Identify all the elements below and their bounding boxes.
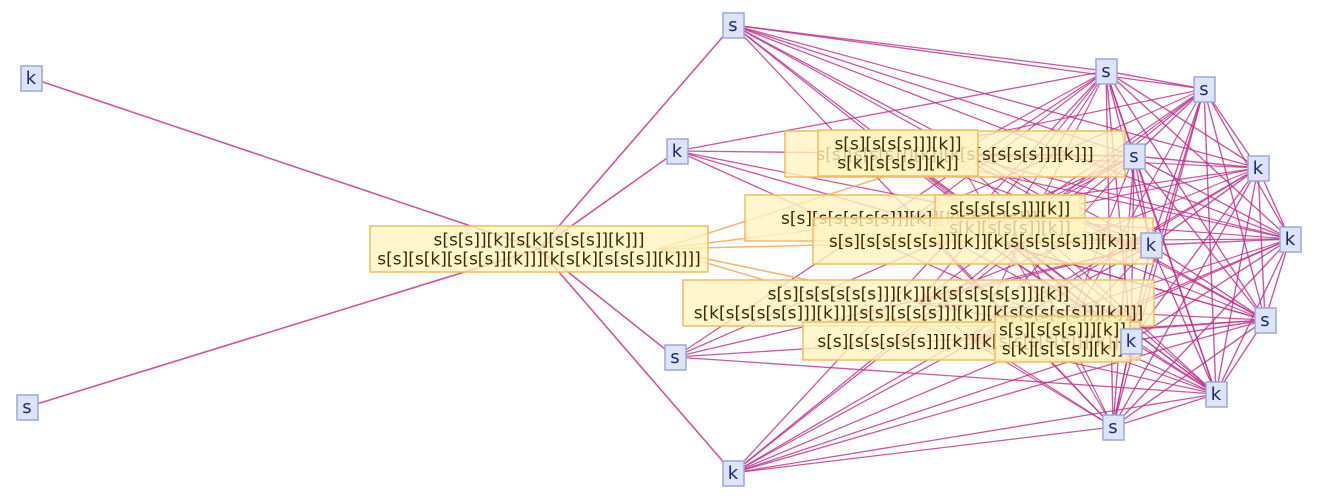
expression-label: s[s[s[s[s]]][k]] xyxy=(950,200,1070,220)
leaf-label: k xyxy=(1211,384,1222,405)
leaf-label: s xyxy=(728,15,737,36)
edge-line xyxy=(674,356,1217,395)
leaf-node-box xyxy=(1123,143,1146,170)
leaf-label: s xyxy=(670,347,679,368)
leaf-node-s[interactable]: s xyxy=(664,344,687,371)
leaf-node-k[interactable]: k xyxy=(1247,155,1270,182)
leaf-node-box xyxy=(1193,76,1216,103)
leaf-node-box xyxy=(16,394,39,421)
edge-line xyxy=(732,24,1259,169)
leaf-node-box xyxy=(722,12,745,39)
edge-line xyxy=(26,248,540,408)
leaf-label: k xyxy=(728,463,739,484)
expression-node[interactable]: s[s][s[s[s[s[s]]][k]][k[s[s[s[s[s]]][k]]… xyxy=(812,217,1154,265)
leaf-node-s[interactable]: s xyxy=(722,12,745,39)
leaf-node-box xyxy=(20,65,43,92)
leaf-label: k xyxy=(1146,235,1157,256)
leaf-node-box xyxy=(1279,226,1302,253)
expression-node-box xyxy=(817,129,979,177)
leaf-node-box xyxy=(1140,232,1163,259)
edge-line xyxy=(1133,155,1259,169)
leaf-node-k[interactable]: k xyxy=(1279,226,1302,253)
edge-line xyxy=(30,77,540,250)
expression-label: s[s][s[k][s[s[s]][k]]][k[s[k][s[s[s]][k]… xyxy=(377,250,701,270)
expression-nodes-layer: s[s[s]][k][s[k][s[s[s]][k]]]s[s][s[k][s[… xyxy=(369,129,1155,363)
expression-node-box xyxy=(994,315,1131,363)
leaf-label: s xyxy=(1260,310,1269,331)
edge-line xyxy=(676,70,1107,152)
edge-line xyxy=(1130,319,1266,342)
leaf-node-box xyxy=(722,460,745,487)
expression-label: s[s][s[s[s]]][k]] xyxy=(999,321,1126,341)
expression-node[interactable]: s[s][s[s[s]]][k]]s[k][s[s[s]][k]] xyxy=(994,315,1131,363)
leaf-label: k xyxy=(672,141,683,162)
leaf-node-box xyxy=(1247,155,1270,182)
edge-line xyxy=(897,152,1217,395)
expression-label: s[s][s[s[s[s[s]]][k]][k[s[s[s[s[s]]][k]] xyxy=(768,285,1070,305)
edge-line xyxy=(732,393,1217,474)
expression-label: s[s][s[s[s]]][k]] xyxy=(834,135,961,155)
leaf-label: k xyxy=(1285,229,1296,250)
leaf-label: k xyxy=(1126,331,1137,352)
expression-label: s[s][s[s[s[s[s]]][k]][k[s[s[s[s[s]]][k]]… xyxy=(829,232,1137,252)
edge-line xyxy=(1203,88,1266,321)
leaf-node-s[interactable]: s xyxy=(1254,307,1277,334)
expression-label: s[s[s]][k][s[k][s[s[s]][k]]] xyxy=(434,231,645,251)
edge-line xyxy=(1133,155,1291,240)
leaf-node-s[interactable]: s xyxy=(1095,58,1118,85)
leaf-node-s[interactable]: s xyxy=(16,394,39,421)
edge-line xyxy=(1105,70,1205,90)
edge-line xyxy=(1105,70,1259,169)
expression-node-box xyxy=(369,225,709,273)
leaf-node-s[interactable]: s xyxy=(1123,143,1146,170)
edge-line xyxy=(1150,88,1205,246)
edge-line xyxy=(1105,70,1266,321)
expression-label: s[k][s[s[s]][k]] xyxy=(837,154,958,174)
expression-node[interactable]: s[s[s]][k][s[k][s[s[s]][k]]]s[s][s[k][s[… xyxy=(369,225,709,273)
edge-line xyxy=(1215,167,1259,395)
leaf-label: k xyxy=(1253,158,1264,179)
leaf-node-box xyxy=(1095,58,1118,85)
edge-line xyxy=(538,248,734,474)
leaf-node-k[interactable]: k xyxy=(20,65,43,92)
expression-label: s[k][s[s[s]][k]] xyxy=(1002,340,1123,360)
edge-line xyxy=(1112,393,1217,428)
edge-line xyxy=(1150,238,1291,246)
edge-line xyxy=(1150,244,1266,321)
edge-line xyxy=(1112,238,1291,428)
leaf-node-k[interactable]: k xyxy=(666,138,689,165)
leaf-node-s[interactable]: s xyxy=(1193,76,1216,103)
expression-node[interactable]: s[s][s[s[s]]][k]]s[k][s[s[s]][k]] xyxy=(817,129,979,177)
leaf-node-box xyxy=(664,344,687,371)
leaf-label: k xyxy=(26,68,37,89)
leaf-label: s xyxy=(1129,146,1138,167)
leaf-node-box xyxy=(666,138,689,165)
edge-line xyxy=(1203,88,1217,395)
leaf-node-k[interactable]: k xyxy=(1140,232,1163,259)
edge-line xyxy=(732,426,1114,474)
edge-line xyxy=(732,24,1107,72)
edge-line xyxy=(538,24,734,250)
leaf-node-box xyxy=(1254,307,1277,334)
leaf-label: s xyxy=(1101,61,1110,82)
leaf-node-k[interactable]: k xyxy=(722,460,745,487)
leaf-node-k[interactable]: k xyxy=(1120,328,1143,355)
leaf-node-k[interactable]: k xyxy=(1205,381,1228,408)
leaf-node-box xyxy=(1102,414,1125,441)
edge-line xyxy=(1133,155,1217,395)
edge-line xyxy=(732,24,1205,90)
edge-line xyxy=(732,319,1266,474)
edge-line xyxy=(1150,244,1217,395)
edge-line xyxy=(954,153,1217,395)
leaf-nodes-layer: k s s k s k s s s k k k s k k s xyxy=(16,12,1302,487)
leaf-label: s xyxy=(22,397,31,418)
edge-line xyxy=(1203,88,1291,240)
leaf-node-box xyxy=(1205,381,1228,408)
leaf-node-s[interactable]: s xyxy=(1102,414,1125,441)
leaf-label: s xyxy=(1108,417,1117,438)
leaf-label: s xyxy=(1199,79,1208,100)
edge-line xyxy=(732,340,1132,474)
leaf-node-box xyxy=(1120,328,1143,355)
